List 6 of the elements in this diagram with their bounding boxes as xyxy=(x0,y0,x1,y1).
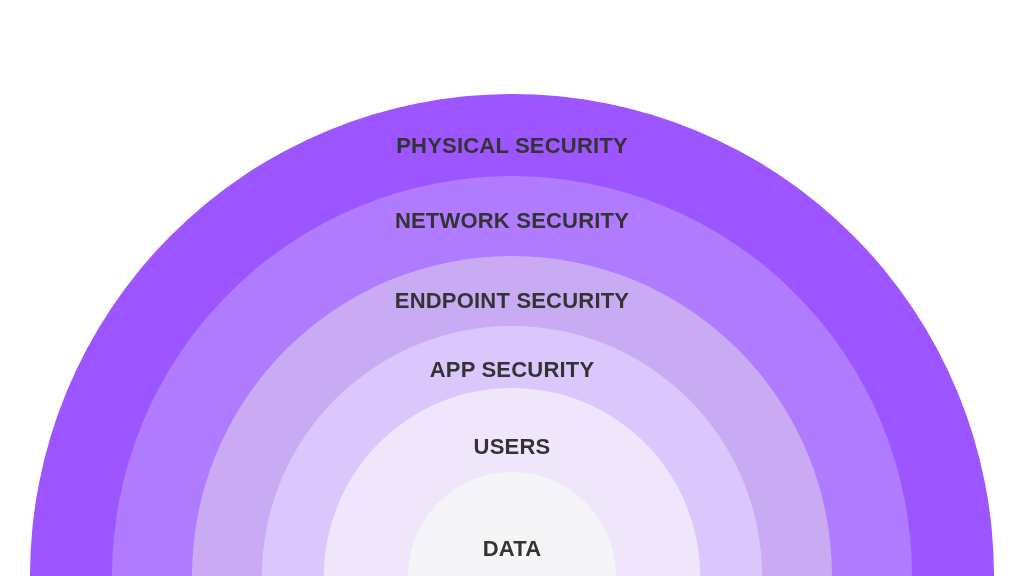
layer-label: APP SECURITY xyxy=(429,357,595,383)
layer-label: PHYSICAL SECURITY xyxy=(396,133,628,159)
layer-label: NETWORK SECURITY xyxy=(394,208,630,234)
layer-label: USERS xyxy=(473,434,551,460)
layer-label: ENDPOINT SECURITY xyxy=(394,288,630,314)
layer-label: DATA xyxy=(482,536,542,562)
